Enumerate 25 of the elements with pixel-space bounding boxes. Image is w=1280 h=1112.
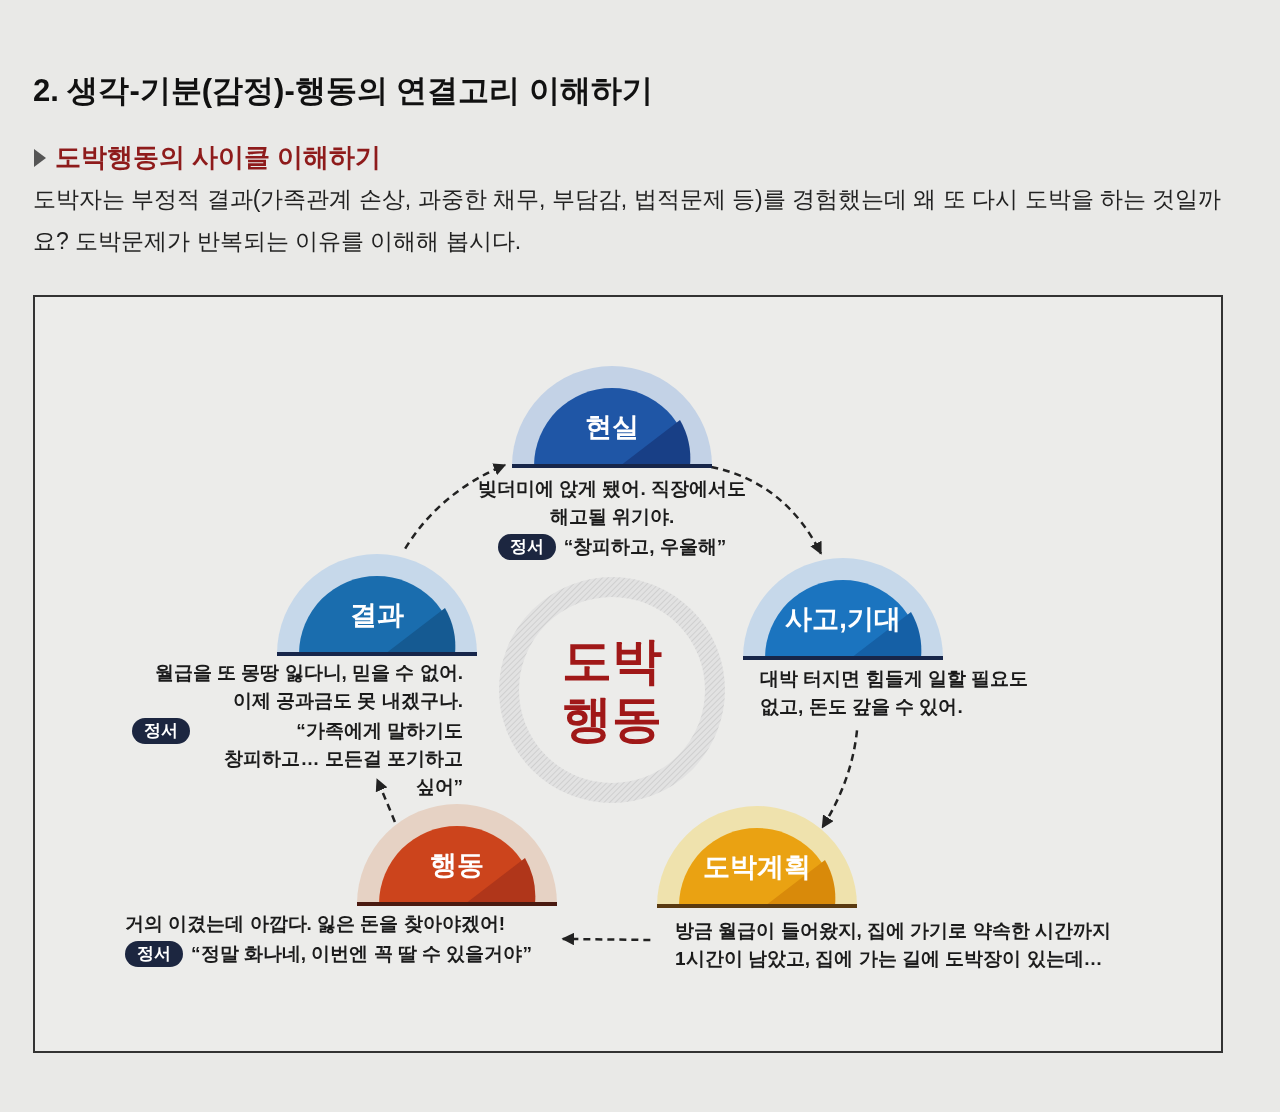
section-heading: 도박행동의 사이클 이해하기 xyxy=(55,141,382,174)
emotion-quote: “정말 화나네, 이번엔 꼭 딸 수 있을거야” xyxy=(191,942,532,966)
emotion-quote: “창피하고, 우울해” xyxy=(563,535,727,559)
page-heading: 2. 생각-기분(감정)-행동의 연결고리 이해하기 xyxy=(33,72,653,110)
thought-text: 월급을 또 몽땅 잃다니, 믿을 수 없어. 이제 공과금도 못 내겠구나. xyxy=(153,661,463,713)
thought-text: 빚더미에 앉게 됐어. 직장에서도 해고될 위기야. xyxy=(477,477,747,529)
stage-title: 행동 xyxy=(430,849,484,882)
thought-text: 거의 이겼는데 아깝다. 잃은 돈을 찾아야겠어! xyxy=(125,912,506,936)
emotion-quote: “가족에게 말하기도 창피하고… 모든걸 포기하고 싶어” xyxy=(223,719,463,799)
stage-title: 결과 xyxy=(350,599,404,632)
dashed-arrow xyxy=(821,730,859,829)
thought-text: 방금 월급이 들어왔지, 집에 가기로 약속한 시간까지 1시간이 남았고, 집에 가는 길에 도박장이 있는데… xyxy=(675,919,1112,971)
dashed-arrow xyxy=(561,932,651,946)
center-title: 도박행동 xyxy=(562,632,662,748)
dashed-arrow xyxy=(375,778,397,823)
emotion-badge: 정서 xyxy=(132,718,190,744)
stage-title: 현실 xyxy=(585,411,639,444)
dashed-arrow xyxy=(710,465,823,555)
intro-paragraph: 도박자는 부정적 결과(가족관계 손상, 과중한 채무, 부담감, 법적문제 등)를 경험했는데 왜 또 다시 도박을 하는 것일까요? 도박문제가 반복되는 이유를 이해해 봅시다. xyxy=(33,185,1223,256)
thought-text: 대박 터지면 힘들게 일할 필요도 없고, 돈도 갚을 수 있어. xyxy=(760,667,1030,719)
dashed-arrow xyxy=(404,463,507,550)
stage-title: 사고,기대 xyxy=(785,603,901,636)
emotion-badge: 정서 xyxy=(125,941,183,967)
stage-title: 도박계획 xyxy=(703,851,811,884)
emotion-badge: 정서 xyxy=(497,534,556,560)
